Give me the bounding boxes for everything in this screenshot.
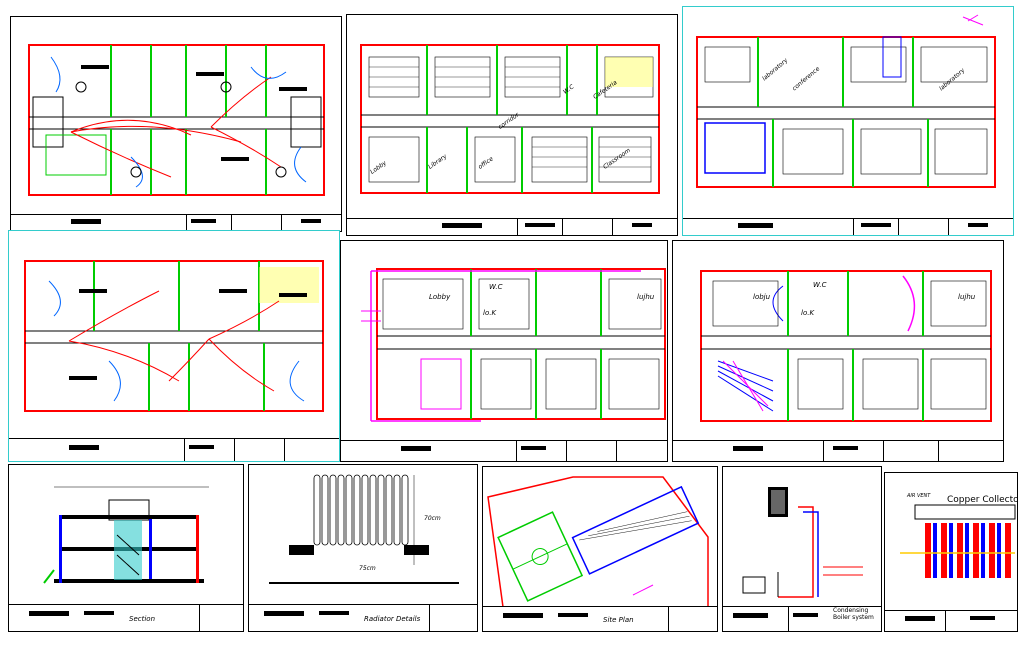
dimension-height: 70cm bbox=[424, 515, 441, 522]
room-label-lujhu: lujhu bbox=[637, 293, 655, 301]
sheet-furniture-plan-ground[interactable]: corridor W.C Cafeteria office Library Lo… bbox=[346, 14, 678, 236]
sheet-site-plan[interactable]: Site Plan bbox=[482, 466, 718, 632]
radiator-drawing bbox=[269, 474, 459, 584]
sheet-copper-collector[interactable]: Copper Collector AIR VENT bbox=[884, 472, 1018, 632]
boiler-schematic bbox=[742, 487, 863, 598]
room-label-wc: W.C bbox=[489, 283, 503, 291]
room-label-lobju: lobju bbox=[753, 293, 771, 301]
drawing-title: Section bbox=[129, 615, 156, 623]
floor-plan-drawing bbox=[24, 260, 324, 412]
sheet-electrical-plan-1[interactable] bbox=[10, 16, 342, 232]
floor-plan-drawing bbox=[696, 14, 996, 188]
collector-drawing bbox=[900, 504, 1016, 578]
title-block bbox=[11, 214, 341, 231]
section-drawing bbox=[43, 486, 209, 584]
dimension-offset: 75cm bbox=[359, 565, 376, 572]
sheet-plumbing-plan[interactable]: Lobby lujhu W.C lo.K bbox=[340, 240, 668, 462]
floor-plan-drawing bbox=[28, 44, 325, 196]
title-block bbox=[673, 440, 1003, 461]
sheet-furniture-plan-upper[interactable]: laboratory conference laboratory bbox=[682, 6, 1014, 236]
title-block: Section bbox=[9, 604, 243, 631]
room-label-lobby: Lobby bbox=[429, 293, 451, 301]
drawing-title: Site Plan bbox=[603, 616, 634, 624]
sheet-heating-plan[interactable]: lobju W.C lo.K lujhu bbox=[672, 240, 1004, 462]
air-vent-label: AIR VENT bbox=[907, 493, 931, 499]
sheet-electrical-plan-2[interactable] bbox=[8, 230, 340, 462]
title-block: Radiator Details bbox=[249, 604, 477, 631]
drawing-title: Copper Collector bbox=[947, 495, 1018, 505]
floor-plan-drawing bbox=[700, 270, 992, 422]
drawing-title: Radiator Details bbox=[364, 615, 421, 623]
title-block bbox=[885, 610, 1017, 631]
room-label-lok: lo.K bbox=[801, 309, 815, 317]
floor-plan-drawing bbox=[360, 44, 660, 194]
title-block bbox=[9, 438, 339, 461]
title-block bbox=[683, 218, 1013, 235]
sheet-section[interactable]: Section bbox=[8, 464, 244, 632]
room-label-lujhu: lujhu bbox=[958, 293, 976, 301]
title-block bbox=[341, 440, 667, 461]
room-label-lok: lo.K bbox=[483, 309, 497, 317]
title-block: Site Plan bbox=[483, 606, 717, 631]
room-label-wc: W.C bbox=[813, 281, 827, 289]
floor-plan-drawing bbox=[361, 268, 666, 422]
title-block bbox=[347, 218, 677, 235]
sheet-radiator-details[interactable]: 70cm 75cm Radiator Details bbox=[248, 464, 478, 632]
sheet-boiler-system[interactable]: Condensing Boiler system bbox=[722, 466, 882, 632]
drawing-title: Condensing Boiler system bbox=[833, 607, 874, 621]
title-block: Condensing Boiler system bbox=[723, 606, 881, 631]
